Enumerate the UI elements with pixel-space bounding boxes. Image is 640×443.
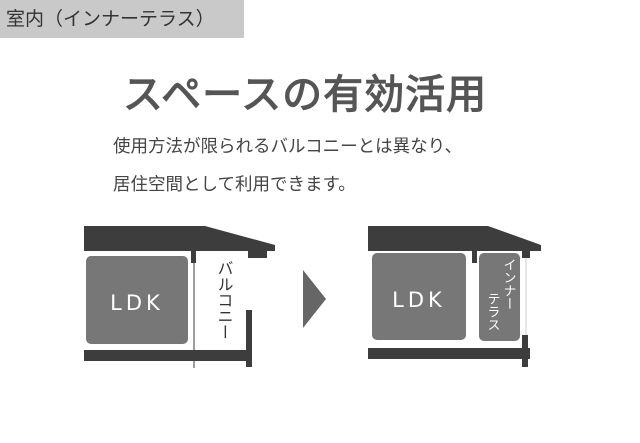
exterior-wall	[522, 335, 528, 367]
floor-slab	[368, 348, 530, 359]
description-line-2: 居住空間として利用できます。	[113, 175, 356, 195]
ldk-label: LDK	[110, 291, 164, 315]
ldk-label: LDK	[392, 288, 446, 312]
balcony-label: バルコニー	[215, 260, 234, 340]
balcony-railing	[246, 310, 252, 367]
roof	[84, 226, 275, 258]
description-line-1: 使用方法が限られるバルコニーとは異なり、	[113, 137, 462, 157]
floor-slab	[84, 350, 250, 361]
after-floorplan: LDK インナー テラス	[368, 226, 541, 367]
inner-terrace	[479, 253, 520, 341]
before-floorplan: LDK バルコニー	[84, 226, 275, 368]
roof	[368, 226, 541, 258]
ldk-room	[86, 256, 188, 344]
section-tag: 室内（インナーテラス）	[0, 0, 244, 38]
arrow-icon	[303, 270, 326, 328]
ldk-room	[372, 253, 466, 340]
terrace-label-2: テラス	[485, 292, 500, 331]
page-title: スペースの有効活用	[122, 72, 488, 118]
terrace-label-1: インナー	[501, 258, 516, 310]
wall-stub	[472, 251, 477, 263]
